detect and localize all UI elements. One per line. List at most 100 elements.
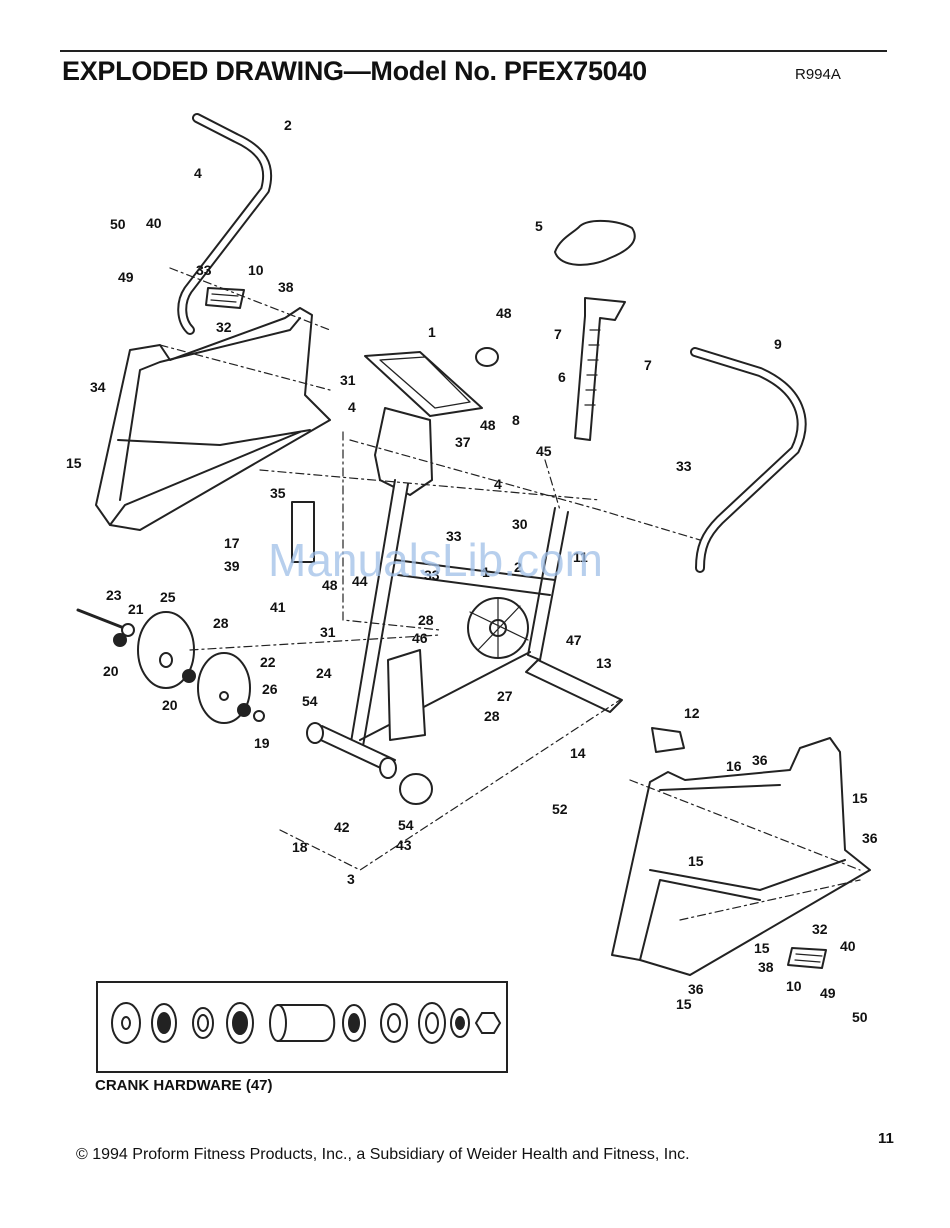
crank-hardware-box [96,981,508,1073]
callout-2b: 2 [514,559,522,575]
seat [554,220,636,266]
right-pedal [787,947,827,969]
callout-10b: 10 [786,978,802,994]
callout-21: 21 [128,601,144,617]
callout-5: 5 [535,218,543,234]
left-pedal [205,287,245,309]
callout-30: 30 [512,516,528,532]
callout-46: 46 [412,630,428,646]
callout-4c: 4 [494,476,502,492]
resistance-disc [197,652,251,724]
callout-33d: 33 [424,567,440,583]
callout-36a: 36 [752,752,768,768]
callout-12: 12 [684,705,700,721]
rear-stabilizer [525,659,623,713]
left-shroud [95,307,331,531]
callout-34: 34 [90,379,106,395]
callout-19: 19 [254,735,270,751]
callout-47: 47 [566,632,582,648]
callout-18: 18 [292,839,308,855]
callout-2a: 2 [284,117,292,133]
callout-33a: 33 [196,262,212,278]
callout-32a: 32 [216,319,232,335]
callout-11: 11 [573,549,588,565]
seat-post [574,297,626,441]
callout-48c: 48 [322,577,338,593]
page-number: 11 [878,1130,894,1147]
callout-16: 16 [726,758,742,774]
callout-25: 25 [160,589,176,605]
callout-41: 41 [270,599,286,615]
callout-38b: 38 [758,959,774,975]
callout-9: 9 [774,336,782,352]
watermark: ManualsLib.com [268,534,603,586]
callout-28c: 28 [484,708,500,724]
callout-40b: 40 [840,938,856,954]
callout-32b: 32 [812,921,828,937]
callout-7a: 7 [554,326,562,342]
callout-28a: 28 [213,615,229,631]
callout-6: 6 [558,369,566,385]
callout-40a: 40 [146,215,162,231]
page-title: EXPLODED DRAWING—Model No. PFEX75040 [62,56,647,86]
callout-4a: 4 [194,165,202,181]
callout-50b: 50 [852,1009,868,1025]
callout-8: 8 [512,412,520,428]
callout-13: 13 [596,655,612,671]
callout-7b: 7 [644,357,652,373]
callout-15c: 15 [688,853,704,869]
callout-43: 43 [396,837,412,853]
callout-20b: 20 [162,697,178,713]
callout-45: 45 [536,443,552,459]
callout-23: 23 [106,587,122,603]
callout-48a: 48 [496,305,512,321]
knob [475,347,499,367]
callout-39: 39 [224,558,240,574]
callout-28b: 28 [418,612,434,628]
callout-36b: 36 [862,830,878,846]
callout-42: 42 [334,819,350,835]
upright-cover [374,407,433,496]
console [364,351,483,417]
callout-27: 27 [497,688,513,704]
callout-36c: 36 [688,981,704,997]
header-rule [60,50,887,52]
callout-15d: 15 [754,940,770,956]
callout-35: 35 [270,485,286,501]
callout-49a: 49 [118,269,134,285]
copyright-notice: © 1994 Proform Fitness Products, Inc., a… [76,1146,690,1163]
callout-48b: 48 [480,417,496,433]
callout-38a: 38 [278,279,294,295]
callout-33c: 33 [446,528,462,544]
document-code: R994A [795,66,841,83]
callout-54a: 54 [302,693,318,709]
brake-pad [291,501,315,563]
callout-15a: 15 [66,455,82,471]
callout-52: 52 [552,801,568,817]
callout-31a: 31 [340,372,356,388]
callout-31b: 31 [320,624,336,640]
callout-20a: 20 [103,663,119,679]
callout-50a: 50 [110,216,126,232]
callout-3: 3 [347,871,355,887]
callout-14: 14 [570,745,586,761]
callout-33b: 33 [676,458,692,474]
callout-10a: 10 [248,262,264,278]
callout-22: 22 [260,654,276,670]
callout-1a: 1 [428,324,436,340]
callout-15e: 15 [676,996,692,1012]
callout-4b: 4 [348,399,356,415]
callout-26: 26 [262,681,278,697]
callout-24: 24 [316,665,332,681]
frame-seat-tube [527,507,569,661]
callout-49b: 49 [820,985,836,1001]
leveling-foot [399,773,433,805]
right-shroud [611,737,871,976]
callout-44: 44 [352,573,368,589]
callout-1b: 1 [482,564,490,580]
callout-37: 37 [455,434,471,450]
callout-54b: 54 [398,817,414,833]
callout-17: 17 [224,535,240,551]
crank-hardware-drawing [111,1002,502,1044]
